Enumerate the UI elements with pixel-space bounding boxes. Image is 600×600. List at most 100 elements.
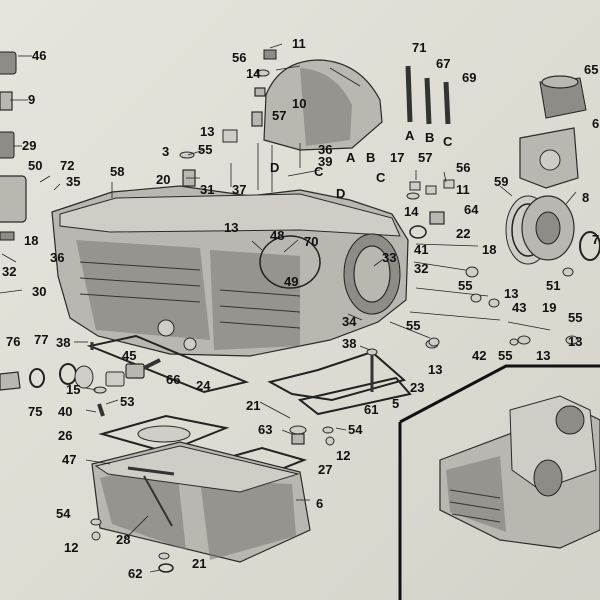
callout-76: 76 <box>6 334 20 349</box>
callout-C-studs: C <box>443 134 453 149</box>
callout-13-right-a: 13 <box>504 286 518 301</box>
callout-53: 53 <box>120 394 134 409</box>
right-side-parts <box>505 75 600 265</box>
callout-11-top: 11 <box>292 36 306 51</box>
callout-A-center: A <box>346 150 356 165</box>
callout-A-studs: A <box>405 128 415 143</box>
callout-41: 41 <box>414 242 428 257</box>
oil-pan-part <box>90 414 335 573</box>
callout-labels: 46 9 29 50 72 35 58 18 36 32 30 11 56 14… <box>2 36 599 581</box>
callout-32-left: 32 <box>2 264 16 279</box>
callout-38-right: 38 <box>342 336 356 351</box>
center-hardware <box>90 337 440 392</box>
callout-39: 39 <box>318 154 332 169</box>
callout-13-top: 13 <box>200 124 214 139</box>
callout-55-right-a: 55 <box>458 278 472 293</box>
left-edge-parts <box>0 51 27 294</box>
callout-62: 62 <box>128 566 142 581</box>
callout-11-right: 11 <box>456 182 470 197</box>
callout-67: 67 <box>436 56 450 71</box>
callout-56-top: 56 <box>232 50 246 65</box>
callout-48: 48 <box>270 228 284 243</box>
callout-33: 33 <box>382 250 396 265</box>
callout-49: 49 <box>284 274 298 289</box>
callout-15: 15 <box>66 382 80 397</box>
callout-36-left: 36 <box>50 250 64 265</box>
callout-6-right: 6 <box>592 116 599 131</box>
callout-47: 47 <box>62 452 76 467</box>
callout-45: 45 <box>122 348 136 363</box>
callout-10: 10 <box>292 96 306 111</box>
callout-70: 70 <box>304 234 318 249</box>
left-lower-parts <box>0 358 161 417</box>
callout-29: 29 <box>22 138 36 153</box>
callout-40: 40 <box>58 404 72 419</box>
upper-cover-part <box>263 59 383 151</box>
callout-C-right: C <box>376 170 386 185</box>
callout-D-right: D <box>336 186 345 201</box>
assembled-engine-inset <box>398 364 600 600</box>
callout-8: 8 <box>582 190 589 205</box>
callout-36-center: 36 <box>318 142 332 157</box>
callout-66: 66 <box>166 372 180 387</box>
callout-31: 31 <box>200 182 214 197</box>
callout-13-right-c: 13 <box>428 362 442 377</box>
callout-55-lower: 55 <box>498 348 512 363</box>
callout-37: 37 <box>232 182 246 197</box>
callout-64: 64 <box>464 202 479 217</box>
callout-23: 23 <box>410 380 424 395</box>
callout-17: 17 <box>390 150 404 165</box>
callout-69: 69 <box>462 70 476 85</box>
callout-6-pan: 6 <box>316 496 323 511</box>
callout-13-right-b: 13 <box>536 348 550 363</box>
callout-77: 77 <box>34 332 48 347</box>
callout-72: 72 <box>60 158 74 173</box>
callout-12-left: 12 <box>64 540 78 555</box>
callout-34: 34 <box>342 314 357 329</box>
callout-19: 19 <box>542 300 556 315</box>
callout-32-right: 32 <box>414 261 428 276</box>
leader-lines <box>10 43 577 573</box>
callout-50: 50 <box>28 158 42 173</box>
callout-30: 30 <box>32 284 46 299</box>
callout-56-right: 56 <box>456 160 470 175</box>
callout-71: 71 <box>412 40 426 55</box>
callout-35: 35 <box>66 174 80 189</box>
callout-43: 43 <box>512 300 526 315</box>
callout-61: 61 <box>364 402 378 417</box>
callout-59: 59 <box>494 174 508 189</box>
callout-21-center: 21 <box>246 398 260 413</box>
callout-9: 9 <box>28 92 35 107</box>
callout-3: 3 <box>162 144 169 159</box>
callout-51: 51 <box>546 278 560 293</box>
callout-55-top: 55 <box>198 142 212 157</box>
callout-21-bottom: 21 <box>192 556 206 571</box>
callout-54-center: 54 <box>348 422 363 437</box>
callout-13-right-d: 13 <box>568 334 582 349</box>
top-hardware <box>179 49 301 192</box>
callout-24: 24 <box>196 378 211 393</box>
callout-42: 42 <box>472 348 486 363</box>
callout-14-top: 14 <box>246 66 261 81</box>
callout-D-center: D <box>270 160 279 175</box>
callout-18-right: 18 <box>482 242 496 257</box>
callout-54-left: 54 <box>56 506 71 521</box>
crankcase-part <box>51 185 409 357</box>
callout-28: 28 <box>116 532 130 547</box>
callout-75: 75 <box>28 404 42 419</box>
callout-65: 65 <box>584 62 598 77</box>
studs-abc <box>405 65 451 125</box>
callout-26: 26 <box>58 428 72 443</box>
callout-55-center: 55 <box>406 318 420 333</box>
callout-B-center: B <box>366 150 375 165</box>
callout-57-right: 57 <box>418 150 432 165</box>
callout-7: 7 <box>592 232 599 247</box>
callout-58: 58 <box>110 164 124 179</box>
callout-63: 63 <box>258 422 272 437</box>
callout-C-center: C <box>314 164 324 179</box>
callout-14-right: 14 <box>404 204 419 219</box>
callout-12-center: 12 <box>336 448 350 463</box>
callout-38-left: 38 <box>56 335 70 350</box>
